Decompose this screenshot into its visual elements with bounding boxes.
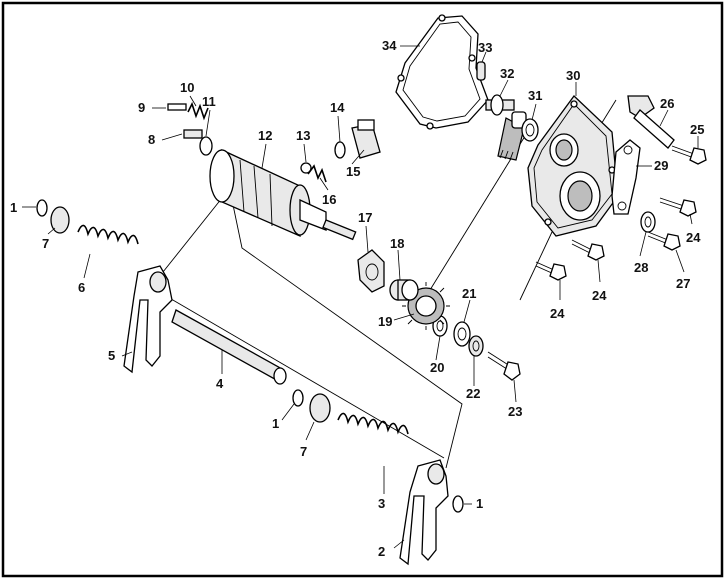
- stopper-plate: [611, 139, 641, 215]
- drum-plate: [357, 249, 385, 293]
- callout-24-right: 24: [686, 230, 701, 245]
- callout-15: 15: [346, 164, 360, 179]
- callout-26: 26: [660, 96, 674, 111]
- callout-27: 27: [676, 276, 690, 291]
- callout-6: 6: [78, 280, 85, 295]
- bolts: [487, 145, 707, 381]
- callout-23: 23: [508, 404, 522, 419]
- callout-28: 28: [634, 260, 648, 275]
- washer-31: [521, 118, 539, 142]
- fork-shaft: [171, 309, 287, 385]
- gasket: [395, 14, 489, 130]
- callout-21: 21: [462, 286, 476, 301]
- callout-5: 5: [108, 348, 115, 363]
- callout-13: 13: [296, 128, 310, 143]
- callout-11: 11: [202, 94, 216, 109]
- callout-9: 9: [138, 100, 145, 115]
- callout-1-middle: 1: [272, 416, 279, 431]
- callout-33: 33: [478, 40, 492, 55]
- neutral-switch-group: [300, 119, 381, 183]
- shift-fork-5: [123, 265, 173, 374]
- callout-30: 30: [566, 68, 580, 83]
- callout-32: 32: [500, 66, 514, 81]
- fork-spring-right: [292, 389, 409, 435]
- callout-1-upper-left: 1: [10, 200, 17, 215]
- callout-22: 22: [466, 386, 480, 401]
- shift-housing: [527, 95, 619, 237]
- callout-12: 12: [258, 128, 272, 143]
- callout-24-middle: 24: [592, 288, 607, 303]
- callout-labels: 1 1 1 2 3 4 5 6 7 7 8 9 10 11 12 13 14 1…: [10, 38, 704, 559]
- shift-drum: [209, 148, 357, 241]
- collar-washer: [453, 321, 484, 357]
- callout-20: 20: [430, 360, 444, 375]
- shift-lever: [627, 95, 675, 149]
- callout-14: 14: [330, 100, 345, 115]
- callout-31: 31: [528, 88, 542, 103]
- callout-19: 19: [378, 314, 392, 329]
- callout-7-right: 7: [300, 444, 307, 459]
- drum-gear: [402, 282, 450, 330]
- callout-24-lower: 24: [550, 306, 565, 321]
- washer-28: [640, 211, 656, 233]
- collar-18: [389, 279, 419, 301]
- callout-3: 3: [378, 496, 385, 511]
- callout-18: 18: [390, 236, 404, 251]
- shift-fork-2: [399, 459, 464, 566]
- fork-spring-left: [36, 199, 139, 245]
- callout-10: 10: [180, 80, 194, 95]
- callout-25: 25: [690, 122, 704, 137]
- callout-1-lower-right: 1: [476, 496, 483, 511]
- callout-8: 8: [148, 132, 155, 147]
- callout-34: 34: [382, 38, 397, 53]
- shift-shaft-sector: [485, 94, 527, 161]
- callout-16: 16: [322, 192, 336, 207]
- callout-4: 4: [216, 376, 224, 391]
- dowel-pin: [476, 61, 486, 81]
- callout-17: 17: [358, 210, 372, 225]
- callout-29: 29: [654, 158, 668, 173]
- detent-group: [167, 101, 213, 156]
- callout-7-left: 7: [42, 236, 49, 251]
- leader-lines: [22, 45, 699, 549]
- callout-2: 2: [378, 544, 385, 559]
